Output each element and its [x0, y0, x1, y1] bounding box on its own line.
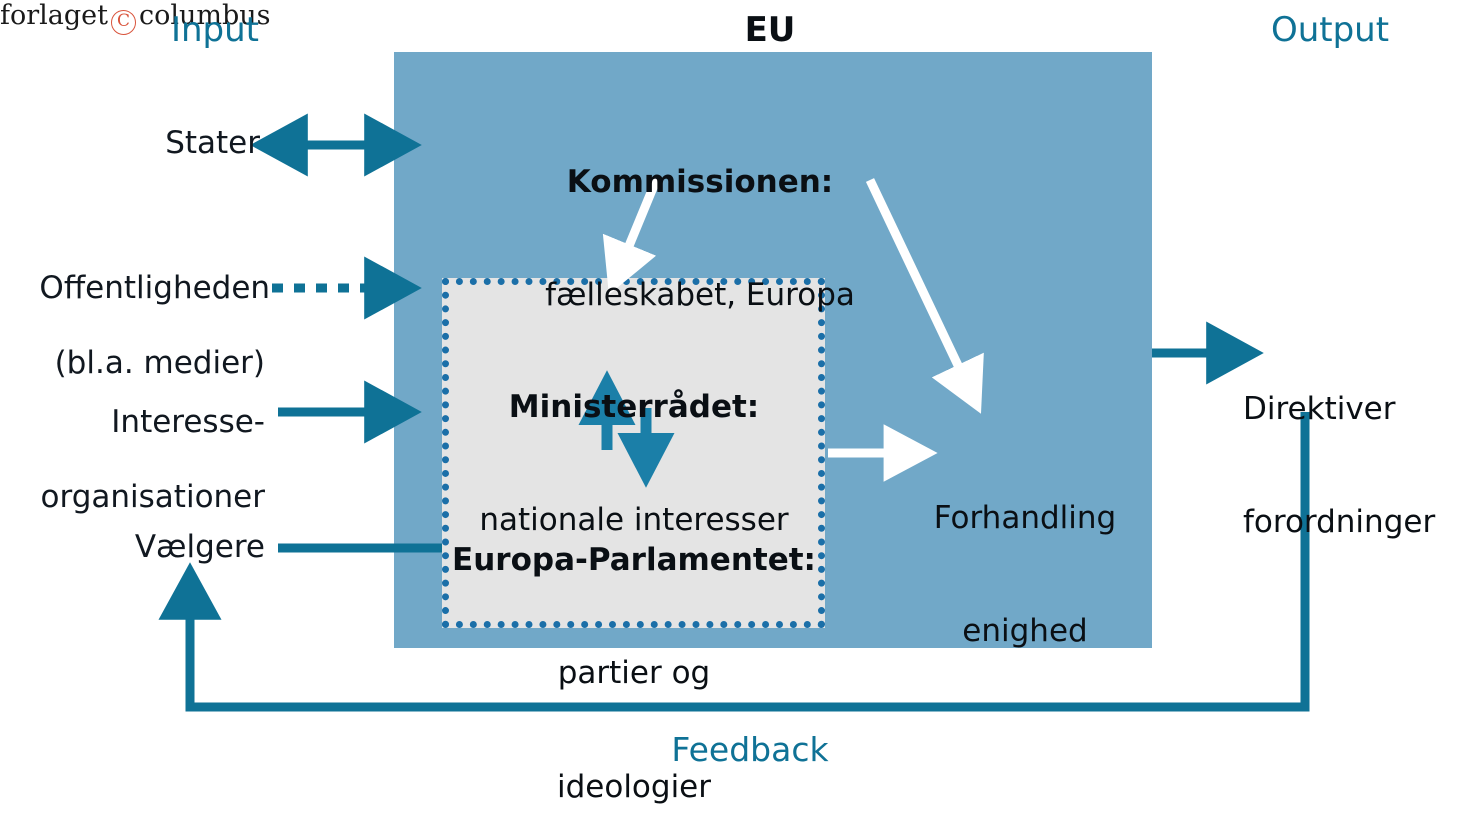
output-label-direktiver-forordninger: Direktiver forordninger — [1243, 315, 1480, 618]
ministerraadet-heading: Ministerrådet: — [508, 388, 760, 425]
forhandling-line1: Forhandling — [933, 499, 1117, 536]
input-label-stater: Stater — [165, 125, 260, 161]
column-header-eu: EU — [744, 10, 796, 50]
input-label-offentligheden: Offentligheden (bl.a. medier) — [0, 232, 270, 421]
node-kommissionen: Kommissionen: fælleskabet, Europa — [500, 88, 900, 391]
kommissionen-heading: Kommissionen: — [566, 163, 834, 200]
copyright-icon: C — [111, 10, 136, 35]
input-label-offentligheden-line1: Offentligheden — [39, 269, 271, 306]
input-label-interesse-line2: organisationer — [40, 479, 265, 516]
input-label-interesse-line1: Interesse- — [111, 403, 265, 440]
parlamentet-heading: Europa-Parlamentet: — [452, 541, 816, 578]
parlamentet-detail-line2: ideologier — [556, 768, 712, 805]
forhandling-line2: enighed — [962, 613, 1088, 650]
feedback-label: Feedback — [671, 730, 829, 769]
output-line2: forordninger — [1243, 504, 1436, 541]
parlamentet-detail-line1: partier og — [557, 655, 711, 692]
publisher-prefix: forlaget — [0, 0, 108, 31]
output-line1: Direktiver — [1243, 390, 1396, 427]
kommissionen-detail: fælleskabet, Europa — [545, 277, 855, 314]
input-label-vaelgere: Vælgere — [134, 529, 265, 565]
node-forhandling-enighed: Forhandling enighed — [895, 424, 1155, 727]
publisher-suffix: columbus — [139, 0, 271, 31]
column-header-input: Input — [170, 10, 260, 50]
column-header-output: Output — [1270, 10, 1390, 50]
input-label-interesse-organisationer: Interesse- organisationer — [0, 366, 265, 555]
input-label-offentligheden-line2: (bl.a. medier) — [54, 345, 265, 382]
